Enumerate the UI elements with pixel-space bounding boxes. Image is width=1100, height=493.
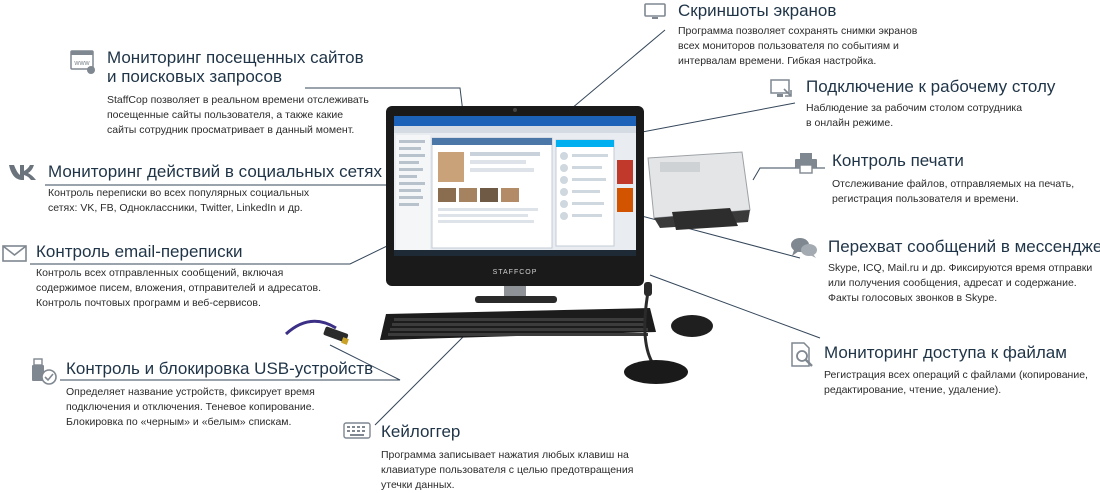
feature-title: Контроль email-переписки [36,242,243,261]
feature-description: Регистрация всех операций с файлами (коп… [824,369,1088,396]
feature-title: Кейлоггер [381,422,461,441]
connector-usb [60,344,401,381]
feature-title-line2: и поисковых запросов [107,67,282,86]
feature-description: Программа записывает нажатия любых клави… [381,449,634,491]
feature-description: Определяет название устройств, фиксирует… [66,386,315,428]
svg-text:www: www [73,60,90,67]
feature-title: Контроль и блокировка USB-устройств [66,359,374,378]
vk-logo-icon [9,165,36,180]
feature-description: Программа позволяет сохранять снимки экр… [678,25,918,67]
feature-title: Перехват сообщений в мессенджерах [828,237,1100,256]
printer-image [647,151,751,230]
chat-bubbles-icon [791,238,817,258]
feature-description: Skype, ICQ, Mail.ru и др. Фиксируются вр… [828,262,1093,304]
feature-title: Контроль печати [832,151,964,170]
envelope-icon [2,245,27,262]
microphone-image [624,282,688,384]
usb-stick-image [284,319,349,345]
connector-keylogger [374,329,471,426]
keyboard-image [380,308,656,340]
feature-description: Отслеживание файлов, отправляемых на печ… [832,178,1075,205]
brand-label: STAFFCOP [493,269,538,276]
usb-shield-icon [32,358,57,385]
feature-title: Мониторинг доступа к файлам [824,343,1067,362]
feature-title: Скриншоты экранов [678,1,837,20]
www-browser-icon: www [70,50,95,74]
connector-files [649,274,821,339]
feature-description: Контроль переписки во всех популярных со… [48,187,310,214]
computer-illustration: STAFFCOP [284,106,751,384]
feature-description: Контроль всех отправленных сообщений, вк… [36,267,322,309]
printer-icon [795,153,817,174]
feature-description: Наблюдение за рабочим столом сотрудника … [806,102,1023,129]
webcam [513,108,517,112]
feature-description: StaffCop позволяет в реальном времени от… [107,94,369,136]
monitor-icon [644,3,666,19]
file-search-icon [791,342,813,367]
feature-title: Подключение к рабочему столу [806,77,1056,96]
keyboard-icon [343,422,371,439]
feature-title: Мониторинг действий в социальных сетях [48,162,382,181]
feature-title-line1: Мониторинг посещенных сайтов [107,48,364,67]
remote-desktop-icon [770,79,792,97]
mouse-image [671,315,713,337]
monitor-stand [504,286,526,298]
